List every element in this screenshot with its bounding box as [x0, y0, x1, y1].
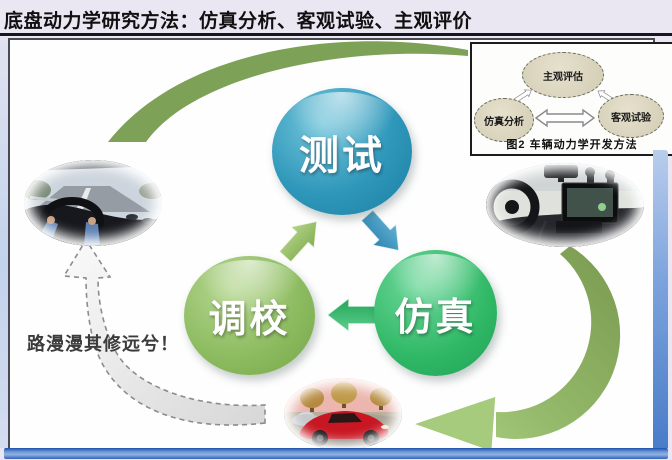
- edge-bar-right: [653, 150, 668, 448]
- cycle-node-simulation-label: 仿真: [394, 296, 477, 339]
- quote-text: 路漫漫其修远兮！: [27, 334, 179, 354]
- cycle-arrow-right: [410, 246, 621, 453]
- red-sports-car-photo-art: [284, 378, 402, 450]
- slide-title: 底盘动力学研究方法：仿真分析、客观试验、主观评价: [4, 11, 473, 32]
- inset-node-simulation-label: 仿真分析: [484, 116, 524, 128]
- crescent-arc: [108, 41, 468, 142]
- arrow-test-to-simulation: [359, 208, 400, 252]
- cycle-node-test-label: 测试: [299, 133, 385, 178]
- driver-road-photo-art: [24, 160, 162, 246]
- inset-figure: 主观评估 仿真分析 客观试验 图2 车辆动力学开发方法: [470, 42, 672, 156]
- red-sports-car-photo: [284, 378, 402, 450]
- title-divider: [0, 33, 672, 36]
- inset-node-subjective-label: 主观评估: [543, 71, 583, 83]
- cycle-node-simulation: 仿真: [374, 250, 497, 376]
- cycle-node-test: 测试: [272, 88, 412, 215]
- edge-bar-bottom: [4, 448, 668, 459]
- inset-node-objective-label: 客观试验: [611, 112, 651, 124]
- test-equipment-photo-art: [486, 163, 644, 247]
- inset-node-simulation: 仿真分析: [474, 98, 534, 142]
- inset-node-objective: 客观试验: [598, 94, 664, 138]
- inset-caption: 图2 车辆动力学开发方法: [506, 139, 638, 151]
- driver-road-photo: [24, 160, 162, 246]
- test-equipment-photo: [486, 163, 644, 247]
- edge-bar-left: [0, 37, 8, 448]
- arrow-tuning-to-test: [277, 220, 318, 264]
- inset-arrow-horizontal: [534, 108, 596, 128]
- cycle-node-tuning: 调校: [184, 256, 315, 375]
- inset-node-subjective: 主观评估: [522, 52, 604, 98]
- cycle-node-tuning-label: 调校: [208, 299, 291, 341]
- arrow-simulation-to-tuning: [325, 296, 377, 334]
